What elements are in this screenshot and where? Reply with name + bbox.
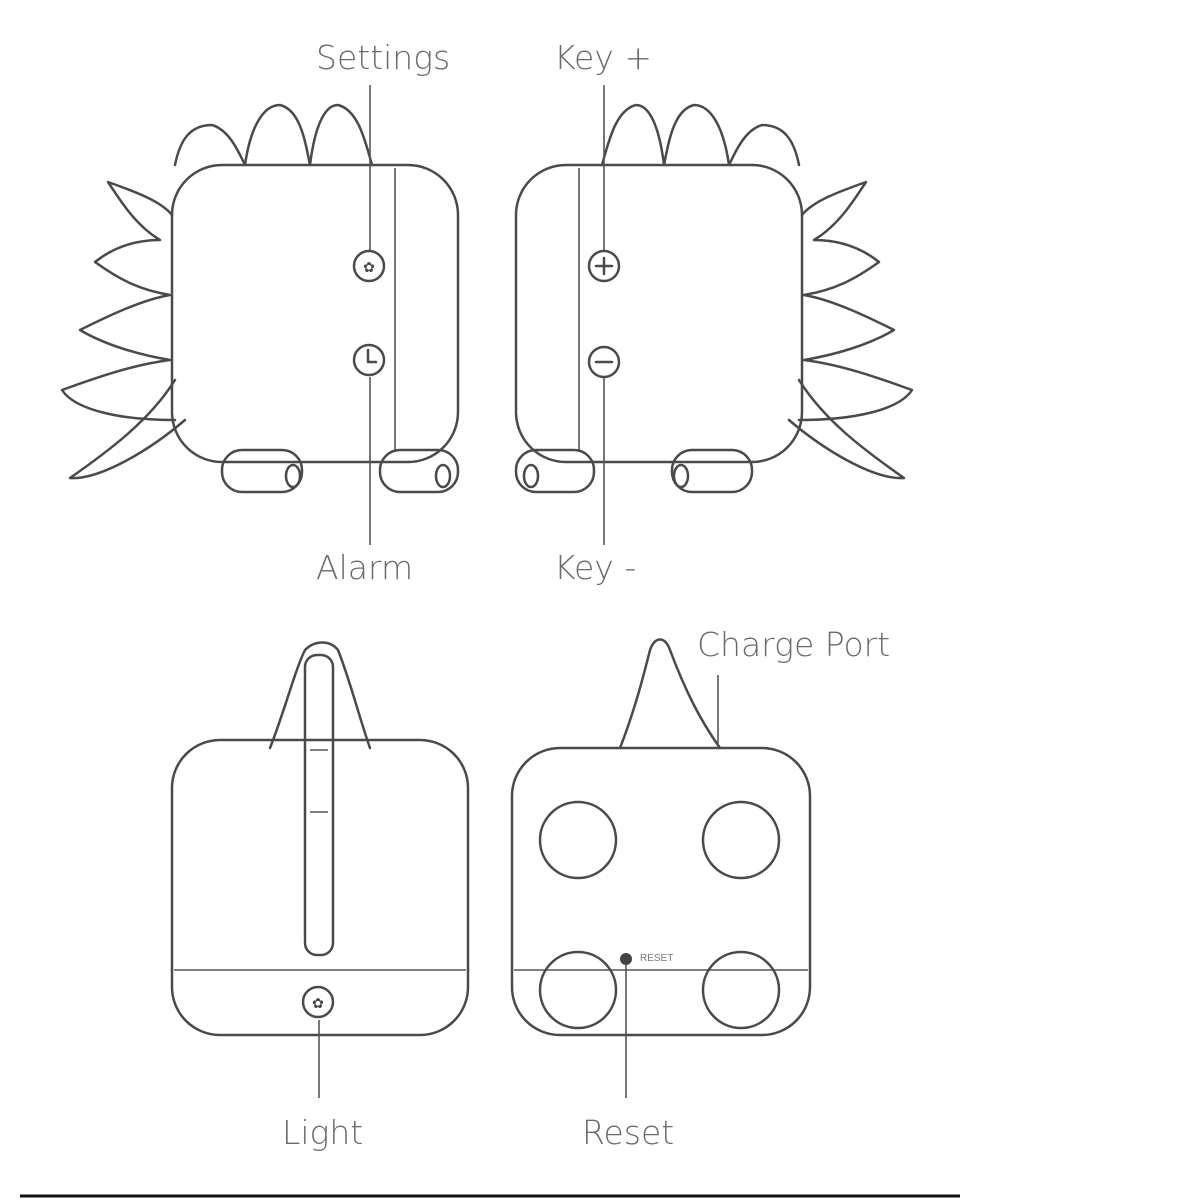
reset-print: RESET: [640, 953, 674, 964]
plus-icon: [587, 249, 621, 283]
key-minus-label: Key -: [554, 548, 637, 587]
key-buttons: [587, 85, 621, 545]
light-slot: [303, 653, 335, 957]
front-view: ✿: [170, 641, 470, 1098]
light-label: Light: [282, 1113, 364, 1152]
paw-icon: ✿: [312, 997, 324, 1012]
foot: [220, 448, 304, 494]
minus-icon: [587, 345, 621, 379]
alarm-label: Alarm: [316, 548, 414, 587]
body: [170, 163, 460, 464]
charge-port-label: Charge Port: [697, 625, 891, 664]
tail: [68, 378, 187, 480]
back-spikes: [60, 180, 177, 422]
right-side-view: [514, 103, 914, 494]
clock-icon: [366, 348, 378, 364]
left-side-view: ✿: [60, 85, 460, 545]
settings-button-icon: [352, 249, 386, 283]
foot: [378, 448, 460, 494]
top-spikes: [173, 103, 374, 167]
reset-button-icon: [620, 953, 632, 965]
alarm-button-icon: [352, 343, 386, 377]
light-button-icon: [301, 985, 335, 1019]
paw-icon: ✿: [363, 261, 375, 276]
settings-label: Settings: [316, 38, 451, 77]
reset-label: Reset: [582, 1113, 675, 1152]
bottom-view: [510, 638, 812, 1098]
key-plus-label: Key +: [554, 38, 652, 77]
